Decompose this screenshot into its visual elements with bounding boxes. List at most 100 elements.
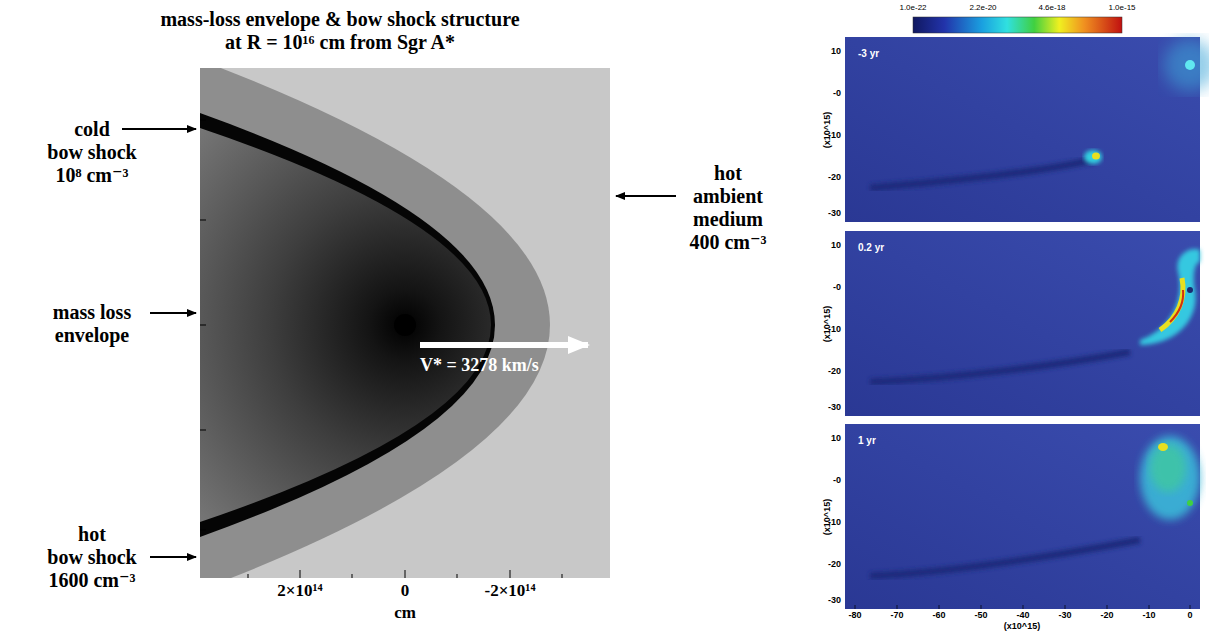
gas-cloud-core <box>1150 444 1186 492</box>
axis-ticks <box>200 120 562 578</box>
mass-loss-envelope <box>200 128 491 522</box>
axis-tick-label: -10 <box>1142 611 1155 621</box>
gas-stream-peak <box>1170 290 1183 322</box>
axis-unit-label: (x10^15) <box>823 112 833 148</box>
axis-unit-label: cm <box>394 604 416 623</box>
tick-mark <box>939 605 940 609</box>
axis-tick-label: 10 <box>831 47 841 57</box>
axis-tick-label: -2×10¹⁴ <box>484 582 535 601</box>
tick-mark <box>1107 605 1108 609</box>
cold-bow-shock <box>200 113 495 537</box>
axis-unit-label: (x10^15) <box>1004 622 1040 632</box>
density-label: 1600 cm⁻³ <box>48 569 135 591</box>
leader-arrows <box>122 129 676 557</box>
frame-time-label: -3 yr <box>858 48 879 59</box>
glow <box>1164 39 1209 91</box>
leader-arrow <box>150 312 196 314</box>
velocity-arrow <box>420 342 588 348</box>
colorbar <box>913 17 1122 33</box>
bow-shock-panel <box>200 68 610 578</box>
gas-cloud-peak <box>1158 443 1168 451</box>
region-label: bow shock <box>47 546 136 568</box>
axis-tick-label: -70 <box>890 611 903 621</box>
tick-mark <box>200 430 206 431</box>
axis-tick-label: -40 <box>1016 611 1029 621</box>
tick-mark <box>352 574 353 578</box>
tick-mark <box>200 325 206 326</box>
tick-mark <box>300 570 301 578</box>
region-label: ambient <box>693 185 763 207</box>
colorbar-tick-label: 4.6e-18 <box>1038 4 1065 13</box>
region-label: hot <box>78 523 106 545</box>
gas-blob-core <box>1092 153 1100 160</box>
region-label: medium <box>693 208 763 230</box>
axis-tick-label: -20 <box>1100 611 1113 621</box>
tick-mark <box>200 120 206 121</box>
tick-mark <box>510 570 511 578</box>
gas-blob <box>1084 150 1102 164</box>
region-label: cold <box>74 118 110 140</box>
axis-tick-label: 0 <box>1187 611 1192 621</box>
axis-unit-label: (x10^15) <box>823 306 833 342</box>
star-dot <box>394 314 416 336</box>
tick-mark <box>1023 605 1024 609</box>
velocity-label: V* = 3278 km/s <box>420 356 539 376</box>
tick-mark <box>1149 605 1150 609</box>
axis-tick-label: -60 <box>932 611 945 621</box>
region-label: mass loss <box>53 301 131 323</box>
region-label: envelope <box>55 324 129 346</box>
leader-arrow <box>122 128 196 130</box>
axis-tick-label: 10 <box>831 241 841 251</box>
axis-tick-label: -0 <box>833 283 841 293</box>
axis-tick-label: 0 <box>401 582 410 601</box>
frame-background <box>845 424 1200 609</box>
axis-tick-label: -20 <box>828 367 841 377</box>
figure-title: mass-loss envelope & bow shock structure <box>160 8 519 30</box>
central-source <box>1187 500 1193 506</box>
wake-tail <box>870 540 1140 576</box>
axis-unit-label: (x10^15) <box>823 499 833 535</box>
colorbar-tick-label: 1.0e-15 <box>1108 4 1135 13</box>
frame-time-label: 0.2 yr <box>858 242 884 253</box>
wake-tail <box>870 160 1093 188</box>
tick-mark <box>562 574 563 578</box>
gas-stream-core <box>1160 278 1183 330</box>
tick-mark <box>405 570 406 578</box>
simulation-frame <box>845 424 1200 609</box>
tick-mark <box>457 574 458 578</box>
simulation-frame <box>845 231 1200 416</box>
leader-arrow <box>150 556 196 558</box>
axis-tick-label: 2×10¹⁴ <box>277 582 322 601</box>
density-label: 10⁸ cm⁻³ <box>55 164 128 186</box>
tick-mark <box>200 530 206 531</box>
frame-time-label: 1 yr <box>858 435 876 446</box>
gas-cloud <box>1140 436 1200 520</box>
region-label: bow shock <box>47 141 136 163</box>
hot-bow-shock <box>200 68 550 578</box>
axis-tick-label: -20 <box>828 560 841 570</box>
frame-background <box>845 37 1200 222</box>
central-source <box>1187 287 1193 293</box>
tick-mark <box>1190 605 1191 609</box>
simulation-frame <box>845 37 1209 222</box>
tick-mark <box>897 605 898 609</box>
axis-tick-label: -30 <box>828 596 841 606</box>
axis-tick-label: -20 <box>828 173 841 183</box>
axis-tick-label: -30 <box>828 209 841 219</box>
axis-tick-label: 10 <box>831 434 841 444</box>
frame-ticks <box>855 605 1190 609</box>
frame-background <box>845 231 1200 416</box>
tick-mark <box>981 605 982 609</box>
axis-tick-label: -80 <box>848 611 861 621</box>
axis-tick-label: -50 <box>974 611 987 621</box>
figure-title: at R = 10¹⁶ cm from Sgr A* <box>225 31 455 53</box>
leader-arrow <box>616 195 676 197</box>
wake-tail <box>870 352 1130 382</box>
axis-tick-label: -0 <box>833 89 841 99</box>
axis-tick-label: -30 <box>828 403 841 413</box>
tick-mark <box>1065 605 1066 609</box>
density-label: 400 cm⁻³ <box>689 231 766 253</box>
colorbar-tick-label: 1.0e-22 <box>899 4 926 13</box>
